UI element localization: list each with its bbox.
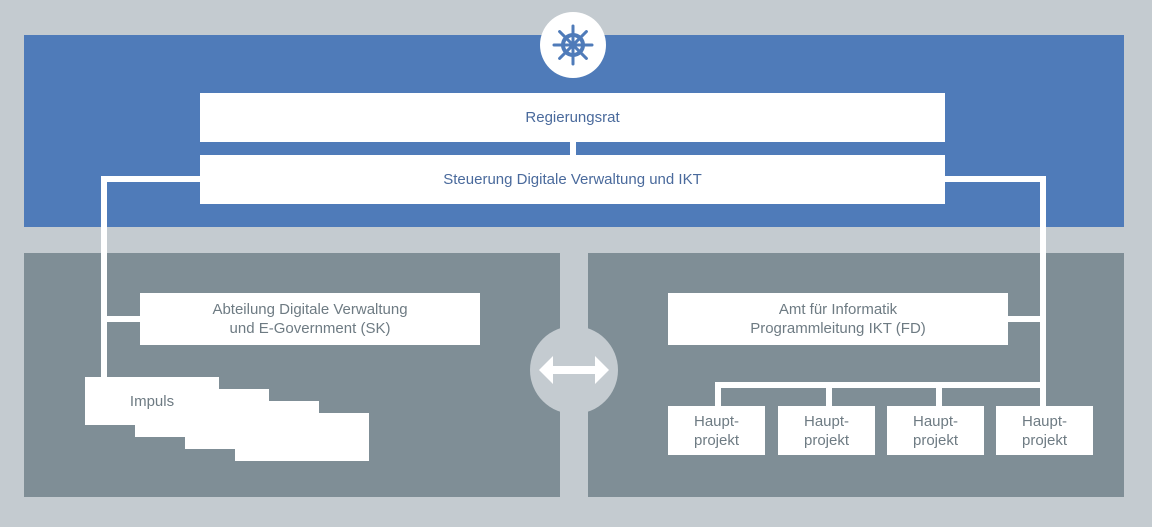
abteilung-label-line2: und E-Government (SK) <box>229 320 391 337</box>
steuerung-label: Steuerung Digitale Verwaltung und IKT <box>443 171 702 188</box>
impuls-box: Impuls <box>85 377 219 425</box>
hauptprojekt-label-line2: projekt <box>912 431 959 449</box>
hauptprojekt-label-line1: Haupt- <box>1021 412 1068 430</box>
hauptprojekt-box-1: Haupt- projekt <box>668 406 765 455</box>
ship-wheel-icon <box>552 24 594 66</box>
impuls-label: Impuls <box>129 392 175 410</box>
connector-right-horizontal <box>944 176 1046 182</box>
connector-regierungsrat-steuerung <box>570 142 576 156</box>
ship-wheel-badge <box>540 12 606 78</box>
regierungsrat-box: Regierungsrat <box>200 93 945 142</box>
hauptprojekt-label-line1: Haupt- <box>693 412 740 430</box>
connector-right-vertical <box>1040 176 1046 408</box>
collaboration-badge <box>530 326 618 414</box>
hauptprojekt-label-line1: Haupt- <box>803 412 850 430</box>
hauptprojekt-label-line1: Haupt- <box>912 412 959 430</box>
steuerung-box: Steuerung Digitale Verwaltung und IKT <box>200 155 945 204</box>
connector-project-1 <box>715 382 721 408</box>
abteilung-box: Abteilung Digitale Verwaltung und E-Gove… <box>140 293 480 345</box>
double-arrow-icon <box>539 356 609 384</box>
hauptprojekt-box-2: Haupt- projekt <box>778 406 875 455</box>
amt-label-line2: Programmleitung IKT (FD) <box>750 320 926 337</box>
amt-box: Amt für Informatik Programmleitung IKT (… <box>668 293 1008 345</box>
connector-left-horizontal <box>101 176 201 182</box>
regierungsrat-label: Regierungsrat <box>525 109 620 126</box>
hauptprojekt-label-line2: projekt <box>1021 431 1068 449</box>
hauptprojekt-box-3: Haupt- projekt <box>887 406 984 455</box>
abteilung-label-line1: Abteilung Digitale Verwaltung <box>212 301 408 318</box>
hauptprojekt-label-line2: projekt <box>693 431 740 449</box>
connector-left-vertical <box>101 176 107 380</box>
connector-projects-horizontal <box>715 382 1046 388</box>
connector-project-3 <box>936 382 942 408</box>
hauptprojekt-label-line2: projekt <box>803 431 850 449</box>
connector-left-abteilung <box>101 316 141 322</box>
connector-right-amt <box>1007 316 1043 322</box>
amt-label-line1: Amt für Informatik <box>778 301 898 318</box>
hauptprojekt-box-4: Haupt- projekt <box>996 406 1093 455</box>
connector-project-2 <box>826 382 832 408</box>
